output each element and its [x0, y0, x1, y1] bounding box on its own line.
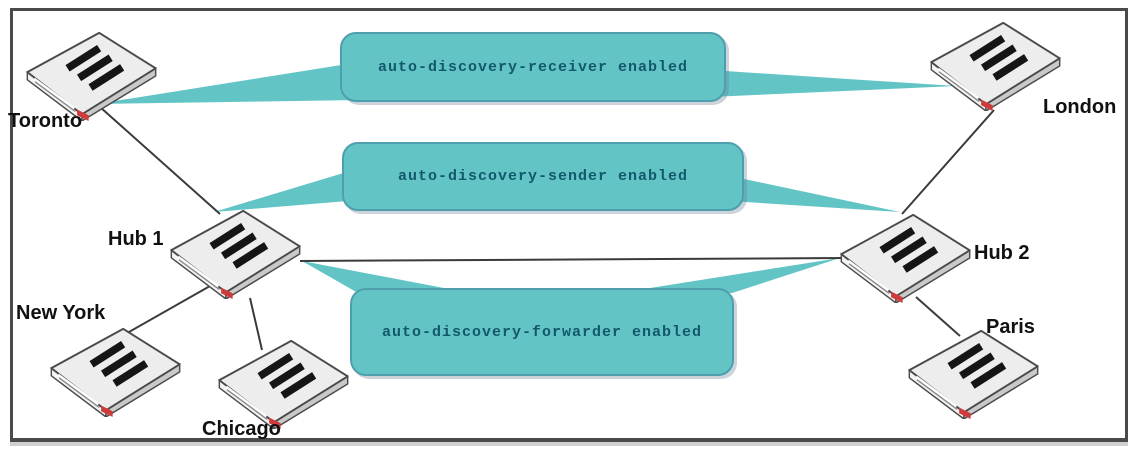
- callout-sender: auto-discovery-sender enabled: [342, 142, 744, 211]
- callout-forwarder-text: auto-discovery-forwarder enabled: [381, 323, 703, 341]
- callout-receiver: auto-discovery-receiver enabled: [340, 32, 726, 102]
- node-label-newyork: New York: [16, 302, 106, 324]
- router-icon-chicago: [216, 338, 351, 429]
- node-label-hub2: Hub 2: [974, 242, 1030, 264]
- node-label-london: London: [1043, 96, 1117, 118]
- node-label-chicago: Chicago: [202, 418, 281, 440]
- router-icon-toronto: [24, 30, 159, 121]
- callout-forwarder: auto-discovery-forwarder enabled: [350, 288, 734, 376]
- node-label-toronto: Toronto: [8, 110, 83, 132]
- router-icon-hub2: [838, 212, 973, 303]
- node-label-paris: Paris: [986, 316, 1035, 338]
- callout-sender-text: auto-discovery-sender enabled: [397, 168, 689, 185]
- router-icon-newyork: [48, 326, 183, 417]
- router-icon-hub1: [168, 208, 303, 299]
- router-icon-paris: [906, 328, 1041, 419]
- callout-receiver-text: auto-discovery-receiver enabled: [377, 58, 689, 76]
- node-label-hub1: Hub 1: [108, 228, 164, 250]
